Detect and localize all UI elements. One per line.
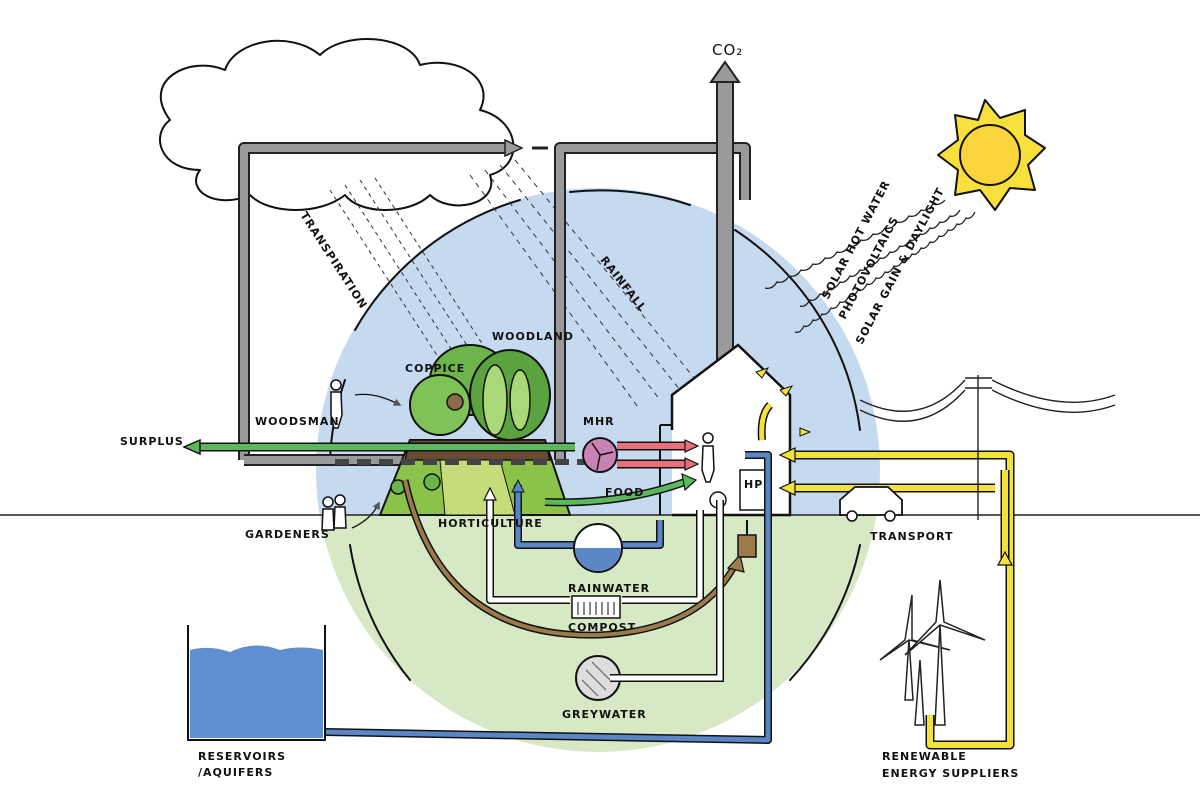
food-flow — [544, 473, 698, 507]
sun — [937, 99, 1046, 211]
wind-turbines — [879, 579, 986, 726]
rainwater-tank — [573, 523, 623, 573]
resident-figure — [701, 432, 715, 483]
woodland-label: WOODLAND — [492, 330, 574, 343]
compost-flow — [483, 486, 704, 604]
transport-label: TRANSPORT — [870, 530, 954, 543]
food-label: FOOD — [605, 486, 644, 499]
water-cycle-loop — [238, 138, 751, 466]
woodsman-arrow — [354, 393, 402, 406]
gardeners-figures — [321, 494, 347, 531]
solar-rays — [764, 199, 976, 334]
co2-label: CO₂ — [712, 41, 743, 59]
surplus-label: SURPLUS — [120, 435, 184, 448]
solar-hot-water-flow — [755, 367, 812, 441]
house — [659, 343, 792, 517]
greywater-label: GREYWATER — [562, 708, 647, 721]
heat-recovery-arrows — [617, 439, 700, 471]
gardeners-arrow — [351, 501, 380, 529]
transpiration-dashes — [329, 177, 486, 361]
surplus-flow — [182, 438, 575, 456]
cloud — [159, 38, 515, 211]
woodsman-figure — [330, 379, 343, 429]
gardeners-label: GARDENERS — [245, 528, 330, 541]
compost-bin — [571, 595, 621, 619]
woodland-hill — [378, 344, 572, 516]
woodsman-label: WOODSMAN — [255, 415, 340, 428]
waste-flow — [401, 479, 757, 639]
greywater-tank — [575, 500, 724, 701]
rainwater-label: RAINWATER — [568, 582, 650, 595]
coppice-label: COPPICE — [405, 362, 465, 375]
renewable-label-2: ENERGY SUPPLIERS — [882, 767, 1019, 780]
reservoir — [187, 625, 326, 741]
renewable-label-1: RENEWABLE — [882, 750, 967, 763]
renewable-energy-flow — [778, 447, 1015, 750]
transpiration-label: TRANSPIRATION — [297, 210, 369, 312]
mhr-label: MHR — [583, 415, 615, 428]
horticulture-label: HORTICULTURE — [438, 517, 543, 530]
power-pylon — [859, 375, 1116, 520]
car — [839, 486, 903, 522]
mains-water-pipe — [324, 451, 772, 744]
mhr-unit — [582, 437, 618, 473]
rainfall-dashes — [469, 159, 701, 411]
reservoirs-label-1: RESERVOIRS — [198, 750, 286, 763]
reservoirs-label-2: /AQUIFERS — [198, 766, 273, 779]
hp-label: HP — [744, 478, 763, 491]
